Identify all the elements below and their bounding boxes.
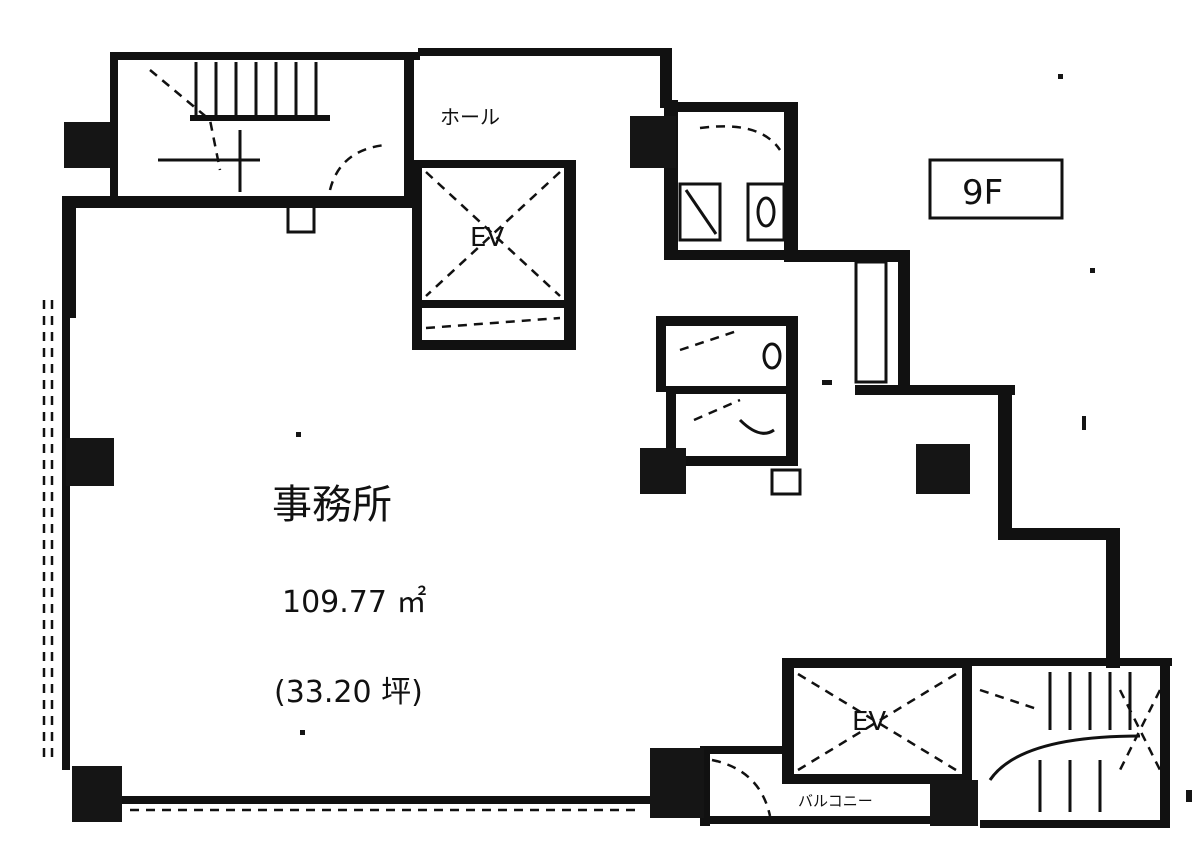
north-stair [149,62,386,192]
west-window [42,300,54,760]
exterior-walls [62,48,1172,828]
elevator-north-label: EV [470,223,504,253]
office-area-tsubo: (33.20 坪) [274,675,423,710]
floor-label: 9F [962,173,1003,213]
office-name: 事務所 [272,482,392,528]
labels: ホール EV EV バルコニー 事務所 109.77 ㎡ (33.20 坪) [272,105,886,810]
structural-columns [64,116,978,826]
office-area-m2: 109.77 ㎡ [282,585,427,620]
floor-label-box: 9F [928,158,1064,220]
balcony-door [711,758,772,817]
elevator-south-label: EV [852,707,886,737]
balcony-label: バルコニー [798,792,873,810]
scan-specks [296,74,1192,802]
toilet-fixtures [286,125,802,496]
hall-label: ホール [440,105,500,129]
elevator-shaft-north [425,171,561,330]
south-east-stair [979,672,1162,812]
